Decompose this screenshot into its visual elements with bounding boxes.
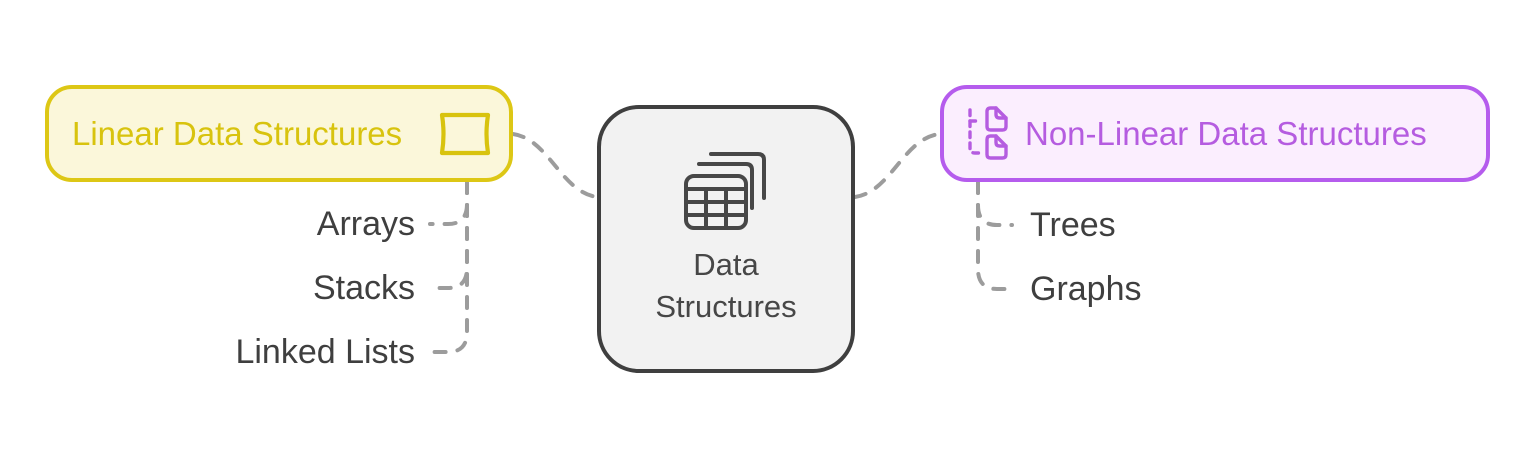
linear-node-label: Linear Data Structures — [72, 114, 403, 152]
edge-linear-to-stacks — [432, 180, 469, 290]
child-node-trees: Trees — [1030, 206, 1116, 244]
card-icon — [439, 112, 491, 155]
child-node-linked-lists: Linked Lists — [235, 333, 415, 371]
node-linear-data-structures: Linear Data Structures — [45, 85, 513, 182]
root-node-label: Data Structures — [655, 244, 796, 328]
nonlinear-node-label: Non-Linear Data Structures — [1025, 114, 1427, 152]
node-data-structures: Data Structures — [597, 105, 855, 373]
root-label-line-2: Structures — [655, 289, 797, 324]
edge-linear-to-arrays — [428, 180, 469, 226]
root-label-line-1: Data — [693, 247, 759, 282]
child-node-graphs: Graphs — [1030, 270, 1142, 308]
child-node-stacks: Stacks — [312, 269, 415, 307]
edge-nonlinear-to-graphs — [976, 180, 1016, 291]
edge-root-to-linear — [511, 132, 599, 199]
file-tree-icon — [968, 105, 1008, 160]
edge-root-to-nonlinear — [853, 132, 941, 199]
node-non-linear-data-structures: Non-Linear Data Structures — [940, 85, 1490, 182]
child-node-arrays: Arrays — [316, 205, 415, 243]
stacked-tables-icon — [684, 152, 766, 230]
edge-nonlinear-to-trees — [976, 180, 1014, 227]
edge-linear-to-linked-lists — [422, 180, 469, 354]
